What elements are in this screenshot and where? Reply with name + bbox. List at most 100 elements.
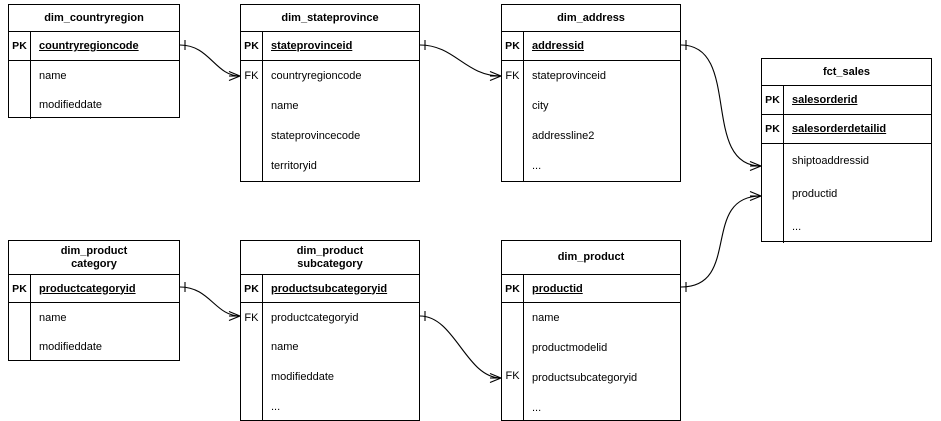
attribute-name: name xyxy=(39,69,67,82)
entity-title-dim_productsubcategory: dim_product subcategory xyxy=(241,241,419,275)
attribute-name: productcategoryid xyxy=(271,311,359,324)
relationship-rel-stateprovince-address xyxy=(419,40,502,82)
key-badge: PK xyxy=(241,275,263,302)
key-badge xyxy=(762,210,784,243)
key-badge xyxy=(762,144,784,177)
entity-title-dim_address: dim_address xyxy=(502,5,680,32)
attribute-name: stateprovinceid xyxy=(271,40,353,52)
key-badge xyxy=(9,61,31,90)
attribute-row[interactable]: modifieddate xyxy=(9,332,179,361)
attribute-row[interactable]: ... xyxy=(241,392,419,421)
attribute-name: modifieddate xyxy=(271,371,334,383)
cardinality-many-marker xyxy=(749,190,762,202)
attribute-name-list: name productmodelid productsubcategoryid..… xyxy=(524,303,680,421)
relationship-rel-countryregion-stateprovince xyxy=(179,40,241,82)
attribute-row[interactable]: territoryid xyxy=(241,151,419,181)
attribute-row[interactable]: name xyxy=(241,332,419,362)
attribute-name: stateprovinceid xyxy=(532,70,606,82)
attribute-name: productsubcategoryid xyxy=(271,282,388,295)
attribute-name: addressid xyxy=(532,40,584,52)
attribute-name: ... xyxy=(532,160,542,172)
attribute-name: countryregioncode xyxy=(39,40,139,52)
attribute-row[interactable]: addressline2 xyxy=(502,121,680,151)
attribute-row[interactable]: PK salesorderid xyxy=(762,86,931,115)
attribute-name: productcategoryid xyxy=(39,282,136,295)
attribute-row[interactable]: productid xyxy=(762,177,931,210)
key-badge: PK xyxy=(762,86,784,114)
relationship-rel-subcategory-product xyxy=(419,311,502,384)
key-badge: FK xyxy=(502,61,524,91)
attribute-name: stateprovincecode xyxy=(271,130,361,142)
entity-title-dim_stateprovince: dim_stateprovince xyxy=(241,5,419,32)
attribute-row[interactable]: FK productcategoryid xyxy=(241,303,419,332)
attribute-name: salesorderid xyxy=(792,94,858,106)
attribute-row[interactable]: city xyxy=(502,91,680,121)
attribute-name: modifieddate xyxy=(39,340,102,353)
attribute-name: addressline2 xyxy=(532,130,595,142)
entity-title-fct_sales: fct_sales xyxy=(762,59,931,86)
relationship-rel-productcategory-subcategory xyxy=(179,282,241,322)
key-badge xyxy=(502,121,524,151)
attribute-name: name xyxy=(271,100,299,112)
cardinality-many-marker xyxy=(489,70,502,82)
attribute-row[interactable]: PK productsubcategoryid xyxy=(241,275,419,303)
entity-title-dim_productcategory: dim_product category xyxy=(9,241,179,275)
key-badge xyxy=(502,91,524,121)
entity-title-dim_product: dim_product xyxy=(502,241,680,275)
attribute-name: modifieddate xyxy=(39,98,102,111)
key-badge: PK xyxy=(502,32,524,60)
cardinality-many-marker xyxy=(228,310,241,322)
cardinality-many-marker xyxy=(489,372,502,384)
attribute-row[interactable]: ... xyxy=(762,210,931,243)
attribute-row[interactable]: PK addressid xyxy=(502,32,680,61)
attribute-row[interactable]: shiptoaddressid xyxy=(762,144,931,177)
attribute-name: countryregioncode xyxy=(271,70,362,82)
attribute-row[interactable]: ... xyxy=(502,151,680,181)
attribute-row[interactable]: stateprovincecode xyxy=(241,121,419,151)
key-badge xyxy=(762,177,784,210)
attribute-row[interactable]: PK stateprovinceid xyxy=(241,32,419,61)
attribute-name: ... xyxy=(532,401,542,414)
key-badge xyxy=(241,362,263,392)
cardinality-many-marker xyxy=(749,160,762,172)
attribute-name: territoryid xyxy=(271,160,317,172)
key-badge xyxy=(241,91,263,121)
attribute-row[interactable]: name xyxy=(241,91,419,121)
attribute-row[interactable]: modifieddate xyxy=(241,362,419,392)
attribute-name: productmodelid xyxy=(532,342,608,354)
attribute-row[interactable]: name xyxy=(9,303,179,332)
relationship-rel-product-fctsales xyxy=(680,190,762,292)
key-badge: PK xyxy=(762,115,784,143)
attribute-row[interactable]: FK countryregioncode xyxy=(241,61,419,91)
key-badge: PK xyxy=(502,275,524,302)
key-badge xyxy=(9,332,31,361)
attribute-row[interactable]: modifieddate xyxy=(9,90,179,119)
key-badge xyxy=(241,121,263,151)
attribute-name: name xyxy=(271,341,299,353)
key-badge: FK xyxy=(241,61,263,91)
attribute-name: city xyxy=(532,100,549,112)
attribute-row[interactable]: name xyxy=(9,61,179,90)
key-badge: PK xyxy=(241,32,263,60)
attribute-name: productid xyxy=(792,187,838,200)
key-badge xyxy=(9,90,31,119)
attribute-name: name xyxy=(532,312,560,324)
cardinality-many-marker xyxy=(228,70,241,82)
attribute-name: productsubcategoryid xyxy=(532,372,638,384)
attribute-row[interactable]: FK stateprovinceid xyxy=(502,61,680,91)
key-badge: FK xyxy=(241,303,263,332)
attribute-name: ... xyxy=(271,401,281,413)
